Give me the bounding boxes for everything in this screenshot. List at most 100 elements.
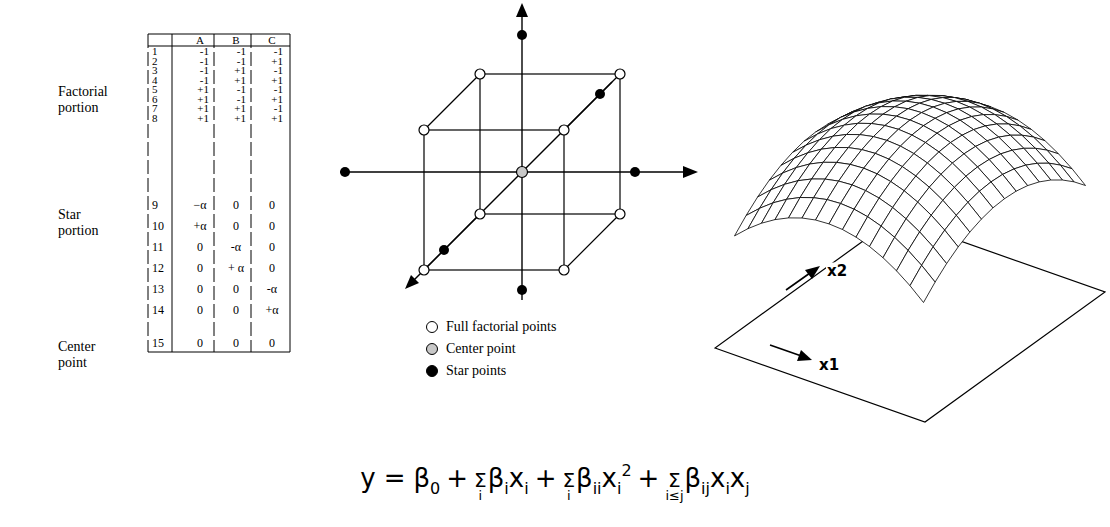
arrow-head (683, 166, 698, 178)
table-rule (148, 46, 290, 47)
run-number: 14 (152, 303, 164, 317)
cube-edges (424, 74, 620, 270)
table-cell: 0 (197, 303, 203, 317)
legend-swatch (426, 365, 438, 377)
table-cell: +1 (271, 111, 283, 124)
star-point (595, 89, 605, 99)
sum-group: Σi≤j (665, 467, 683, 502)
star-point (439, 245, 449, 255)
table-cell: +1 (197, 111, 209, 124)
factorial-point (475, 209, 485, 219)
sum-index: i (479, 489, 483, 502)
sum-index: i (567, 489, 571, 502)
x1-arrow (770, 345, 800, 356)
group-label: Star portion (58, 207, 108, 239)
x2-arrow (786, 273, 810, 290)
axis-line (521, 14, 522, 300)
symbol: y (360, 462, 375, 494)
group-label: Center point (58, 339, 108, 371)
table-rule (251, 34, 252, 352)
cube-edge (424, 214, 480, 270)
legend-text: Star points (446, 363, 506, 379)
run-number: 11 (152, 240, 164, 254)
table-rule (148, 352, 290, 353)
table-cell: 0 (233, 198, 239, 212)
factorial-point (615, 69, 625, 79)
table-lines (148, 34, 290, 352)
subscript: i (617, 473, 621, 505)
table-cell: 0 (197, 336, 203, 350)
subscript: ij (701, 473, 710, 505)
operator: + (446, 462, 468, 494)
symbol: x (509, 462, 524, 494)
table-cell: -α (231, 240, 241, 254)
table-cell: +1 (234, 111, 246, 124)
symbol: β (488, 462, 505, 494)
cube-face (424, 130, 564, 270)
table-cell: 0 (233, 282, 239, 296)
factorial-point (475, 69, 485, 79)
subscript: i (504, 473, 508, 505)
symbol: x (602, 462, 617, 494)
table-cell: +α (193, 219, 206, 233)
table-cell: 0 (233, 336, 239, 350)
legend-text: Full factorial points (446, 319, 556, 335)
table-cell: 0 (233, 219, 239, 233)
symbol: β (576, 462, 593, 494)
center-point (517, 167, 528, 178)
operator: + (638, 462, 660, 494)
table-cell: -α (267, 282, 277, 296)
subscript: 0 (430, 473, 440, 505)
table-cell: +α (265, 303, 278, 317)
symbol: β (685, 462, 702, 494)
star-points (340, 30, 640, 295)
table-rule (290, 34, 291, 352)
factorial-point (419, 125, 429, 135)
factorial-point (559, 125, 569, 135)
factorial-point (559, 265, 569, 275)
legend-swatch (426, 343, 438, 355)
star-point (517, 30, 527, 40)
subscript: i (524, 473, 528, 505)
factorial-point (615, 209, 625, 219)
table-cell: 0 (269, 219, 275, 233)
factorial-points (419, 69, 625, 275)
base-plane (715, 218, 1105, 422)
arrow-head (805, 266, 820, 279)
run-number: 15 (152, 336, 164, 350)
legend-swatch (426, 321, 438, 333)
legend-text: Center point (446, 341, 516, 357)
symbol: β (414, 462, 431, 494)
star-point (517, 285, 527, 295)
subscript: ii (593, 473, 602, 505)
operator: + (535, 462, 557, 494)
table-rule (172, 34, 173, 352)
table-cell: 0 (197, 240, 203, 254)
cube-edge (564, 214, 620, 270)
table-cell: 0 (233, 303, 239, 317)
run-number: 8 (152, 111, 158, 124)
run-number: 13 (152, 282, 164, 296)
cube-face (480, 74, 620, 214)
table-rule (148, 34, 149, 352)
axis-label: x2 (826, 263, 848, 280)
sum-group: Σi (562, 467, 575, 502)
symbol: x (730, 462, 745, 494)
table-cell: 0 (269, 198, 275, 212)
table-rule (214, 34, 215, 352)
factorial-point (419, 265, 429, 275)
sum-index: i≤j (665, 489, 683, 502)
table-cell: 0 (197, 282, 203, 296)
arrow-head (516, 3, 528, 17)
cube-edge (564, 74, 620, 130)
table-cell: −α (193, 198, 206, 212)
table-cell: + α (228, 261, 244, 275)
cube-axes (340, 3, 698, 300)
table-cell: 0 (269, 336, 275, 350)
operator: = (384, 462, 406, 494)
response-surface (735, 95, 1086, 302)
star-point (630, 167, 640, 177)
model-equation: y=β0+Σiβixi+Σiβiixi2+Σi≤jβijxixj (0, 462, 1110, 502)
